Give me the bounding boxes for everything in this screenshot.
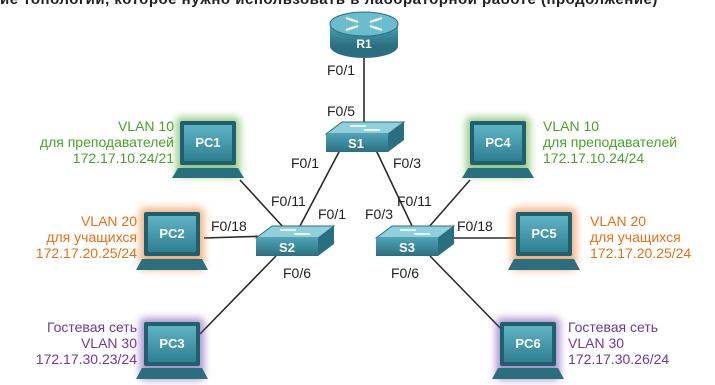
port-s3-f06: F0/6	[391, 265, 420, 281]
link-s1-s3	[375, 149, 413, 227]
pc3-label: PC3	[159, 336, 184, 351]
pc2-ip: 172.17.20.25/24	[35, 245, 137, 261]
port-s1-f01: F0/1	[291, 155, 320, 171]
pc6-info: Гостевая сеть VLAN 30 172.17.30.26/24	[568, 319, 669, 367]
pc-icon-pc1	[172, 117, 244, 178]
port-s2-f06: F0/6	[283, 265, 312, 281]
port-r1-f01: F0/1	[327, 62, 356, 78]
pc6-ip: 172.17.30.26/24	[568, 351, 670, 367]
pc5-role: для учащихся	[590, 229, 681, 245]
pc4-info: VLAN 10 для преподавателей 172.17.10.24/…	[543, 118, 677, 166]
port-s3-f011: F0/11	[397, 193, 432, 209]
pc2-info: VLAN 20 для учащихся 172.17.20.25/24	[36, 213, 137, 261]
pc4-label: PC4	[485, 135, 511, 150]
switch-icon-s1	[324, 121, 406, 152]
switch-icon-s3	[374, 225, 456, 256]
pc4-ip: 172.17.10.24/24	[543, 150, 645, 166]
s1-label: S1	[348, 136, 364, 151]
pc1-ip: 172.17.10.24/21	[72, 150, 174, 166]
port-s2-f011: F0/11	[271, 193, 306, 209]
pc-icon-pc4	[462, 117, 534, 178]
s3-label: S3	[399, 240, 415, 255]
port-s3-f018: F0/18	[457, 218, 493, 234]
pc5-ip: 172.17.20.25/24	[590, 245, 692, 261]
cropped-header-text: ие топологии, которое нужно использовать…	[0, 0, 715, 11]
pc3-info: Гостевая сеть VLAN 30 172.17.30.23/24	[36, 319, 137, 367]
pc-icon-pc3	[136, 318, 208, 380]
link-s2-pc1	[239, 179, 285, 229]
link-s1-s2	[299, 149, 341, 227]
pc-icon-pc6	[492, 318, 564, 380]
pc6-guest: Гостевая сеть	[568, 319, 659, 335]
s2-label: S2	[279, 240, 295, 255]
pc4-vlan: VLAN 10	[543, 118, 600, 134]
pc6-vlan: VLAN 30	[568, 335, 625, 351]
pc1-info: VLAN 10 для преподавателей 172.17.10.24/…	[40, 118, 174, 166]
links	[199, 56, 518, 335]
pc5-label: PC5	[531, 226, 556, 241]
pc4-role: для преподавателей	[543, 134, 678, 150]
port-s1-f03: F0/3	[393, 155, 422, 171]
port-s2-f018: F0/18	[211, 218, 247, 234]
link-s2-pc3	[199, 255, 277, 335]
pc-icon-pc2	[136, 208, 208, 270]
pc2-role: для учащихся	[46, 229, 137, 245]
pc2-vlan: VLAN 20	[80, 213, 137, 229]
pc1-vlan: VLAN 10	[117, 118, 174, 134]
router-icon	[329, 11, 399, 58]
pc1-label: PC1	[195, 135, 220, 150]
r1-label: R1	[356, 37, 372, 51]
pc6-label: PC6	[515, 336, 540, 351]
pc-icon-pc5	[508, 208, 580, 270]
switch-icon-s2	[254, 225, 336, 256]
pc3-guest: Гостевая сеть	[46, 319, 137, 335]
pc3-vlan: VLAN 30	[80, 335, 137, 351]
header-fragment: ие топологии, которое нужно использовать…	[0, 0, 658, 8]
pc3-ip: 172.17.30.23/24	[35, 351, 137, 367]
pc5-info: VLAN 20 для учащихся 172.17.20.25/24	[590, 213, 691, 261]
pc2-label: PC2	[159, 226, 184, 241]
port-s2-f01: F0/1	[318, 206, 347, 222]
port-s1-f05: F0/5	[327, 103, 356, 119]
pc1-role: для преподавателей	[39, 134, 174, 150]
pc5-vlan: VLAN 20	[590, 213, 647, 229]
link-s3-pc4	[427, 179, 471, 229]
link-s3-pc6	[429, 255, 507, 335]
port-s3-f03: F0/3	[365, 206, 394, 222]
